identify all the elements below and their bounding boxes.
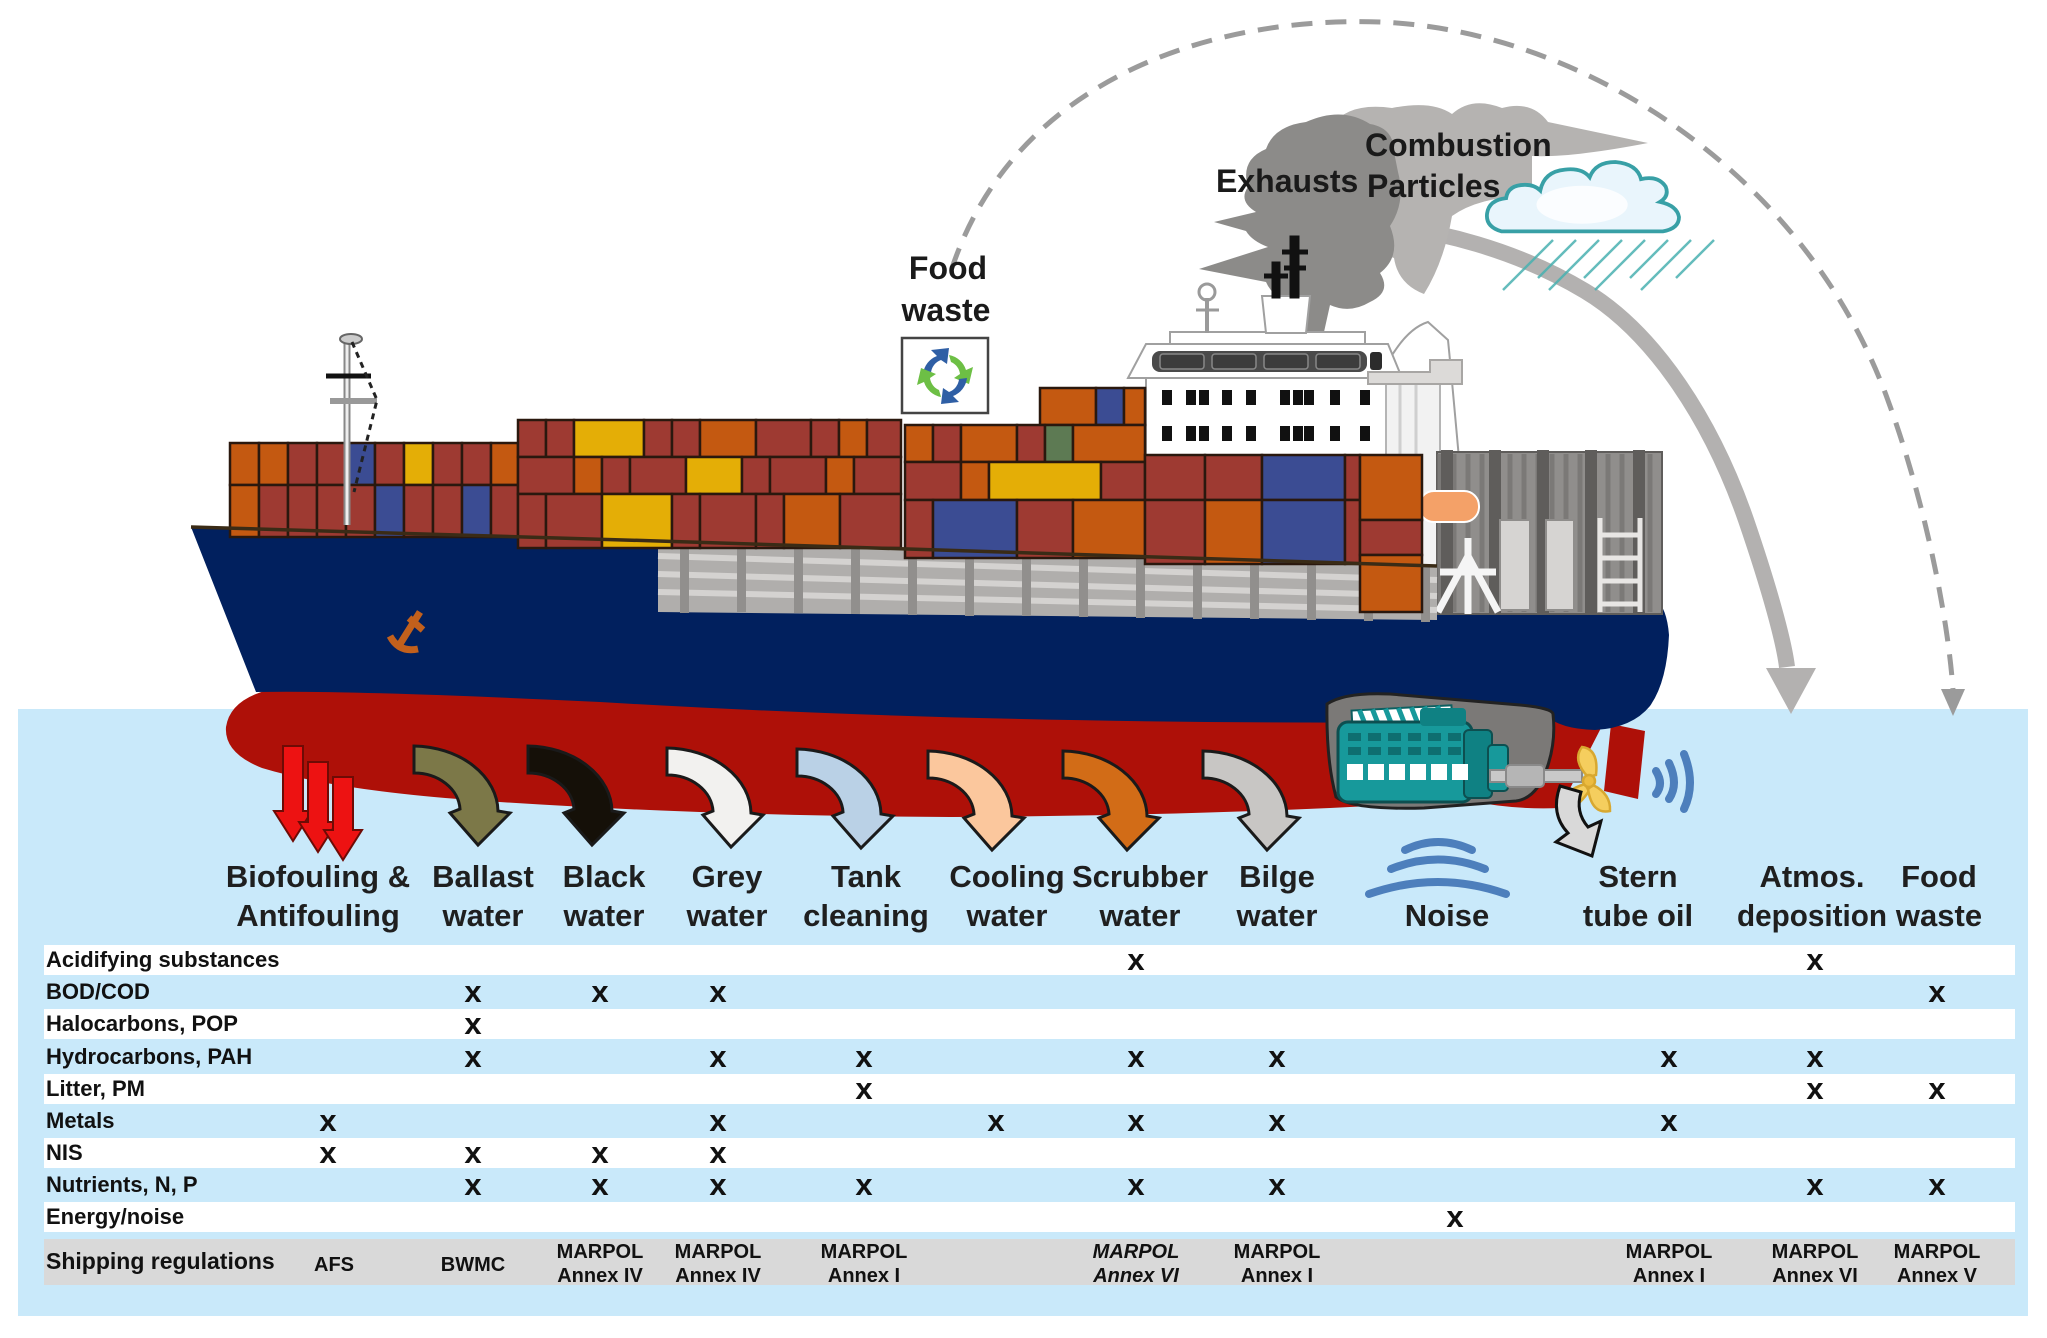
svg-text:x: x <box>1127 1167 1145 1202</box>
svg-text:x: x <box>464 1006 482 1041</box>
svg-text:MARPOL: MARPOL <box>675 1241 762 1263</box>
svg-text:MARPOL: MARPOL <box>1234 1241 1321 1263</box>
svg-text:Annex IV: Annex IV <box>675 1265 761 1287</box>
svg-text:MARPOL: MARPOL <box>1772 1241 1859 1263</box>
svg-text:Hydrocarbons, PAH: Hydrocarbons, PAH <box>46 1044 252 1069</box>
svg-text:x: x <box>319 1103 337 1138</box>
svg-text:Combustion: Combustion <box>1365 127 1552 163</box>
svg-text:Nutrients, N, P: Nutrients, N, P <box>46 1172 198 1197</box>
svg-text:Ballast: Ballast <box>432 859 534 894</box>
svg-text:MARPOL: MARPOL <box>821 1241 908 1263</box>
svg-text:x: x <box>1806 1167 1824 1202</box>
svg-text:x: x <box>1660 1039 1678 1074</box>
svg-text:waste: waste <box>901 292 991 328</box>
svg-text:Annex I: Annex I <box>828 1265 900 1287</box>
svg-text:MARPOL: MARPOL <box>1093 1241 1180 1263</box>
svg-text:Grey: Grey <box>692 859 763 894</box>
svg-text:Biofouling &: Biofouling & <box>226 859 410 894</box>
svg-text:Food: Food <box>909 250 987 286</box>
svg-text:MARPOL: MARPOL <box>557 1241 644 1263</box>
svg-text:AFS: AFS <box>314 1254 354 1276</box>
svg-text:x: x <box>1127 1103 1145 1138</box>
svg-text:x: x <box>1928 974 1946 1009</box>
svg-text:x: x <box>855 1167 873 1202</box>
svg-text:cleaning: cleaning <box>803 898 929 933</box>
svg-text:Energy/noise: Energy/noise <box>46 1204 184 1229</box>
svg-text:MARPOL: MARPOL <box>1894 1241 1981 1263</box>
svg-text:x: x <box>987 1103 1005 1138</box>
svg-text:x: x <box>855 1039 873 1074</box>
svg-text:x: x <box>709 1103 727 1138</box>
svg-text:x: x <box>1660 1103 1678 1138</box>
svg-text:x: x <box>464 974 482 1009</box>
svg-text:x: x <box>709 974 727 1009</box>
svg-text:x: x <box>464 1135 482 1170</box>
svg-text:water: water <box>1236 898 1318 933</box>
svg-text:tube oil: tube oil <box>1583 898 1693 933</box>
svg-text:Shipping regulations: Shipping regulations <box>46 1248 275 1274</box>
svg-text:Antifouling: Antifouling <box>236 898 400 933</box>
svg-text:x: x <box>1806 942 1824 977</box>
svg-text:deposition: deposition <box>1737 898 1887 933</box>
svg-text:Scrubber: Scrubber <box>1072 859 1208 894</box>
svg-text:Cooling: Cooling <box>949 859 1064 894</box>
svg-text:water: water <box>563 898 645 933</box>
svg-text:Black: Black <box>563 859 646 894</box>
svg-text:Metals: Metals <box>46 1108 114 1133</box>
svg-text:x: x <box>1268 1103 1286 1138</box>
svg-text:x: x <box>709 1167 727 1202</box>
svg-text:Exhausts: Exhausts <box>1216 163 1358 199</box>
svg-text:BOD/COD: BOD/COD <box>46 979 150 1004</box>
svg-text:NIS: NIS <box>46 1140 83 1165</box>
svg-text:Stern: Stern <box>1598 859 1677 894</box>
svg-text:Particles: Particles <box>1367 168 1500 204</box>
svg-text:x: x <box>709 1135 727 1170</box>
svg-text:x: x <box>591 974 609 1009</box>
svg-text:x: x <box>1268 1039 1286 1074</box>
svg-text:Annex IV: Annex IV <box>557 1265 643 1287</box>
svg-text:waste: waste <box>1895 898 1982 933</box>
svg-text:Tank: Tank <box>831 859 902 894</box>
svg-text:Annex I: Annex I <box>1633 1265 1705 1287</box>
svg-text:BWMC: BWMC <box>441 1254 505 1276</box>
svg-text:x: x <box>1928 1167 1946 1202</box>
svg-text:x: x <box>1127 1039 1145 1074</box>
svg-text:water: water <box>442 898 524 933</box>
svg-text:Annex VI: Annex VI <box>1772 1265 1858 1287</box>
svg-text:x: x <box>1928 1071 1946 1106</box>
svg-text:water: water <box>1099 898 1181 933</box>
svg-text:Annex I: Annex I <box>1241 1265 1313 1287</box>
svg-text:Atmos.: Atmos. <box>1759 859 1864 894</box>
svg-text:x: x <box>1446 1199 1464 1234</box>
svg-text:x: x <box>464 1039 482 1074</box>
svg-text:Annex V: Annex V <box>1897 1265 1978 1287</box>
svg-text:Acidifying substances: Acidifying substances <box>46 947 280 972</box>
svg-text:x: x <box>591 1167 609 1202</box>
svg-text:x: x <box>1806 1039 1824 1074</box>
svg-text:x: x <box>1127 942 1145 977</box>
svg-text:x: x <box>709 1039 727 1074</box>
svg-text:water: water <box>966 898 1048 933</box>
svg-text:MARPOL: MARPOL <box>1626 1241 1713 1263</box>
svg-text:Food: Food <box>1901 859 1977 894</box>
svg-text:x: x <box>319 1135 337 1170</box>
svg-text:Halocarbons, POP: Halocarbons, POP <box>46 1011 238 1036</box>
svg-text:water: water <box>686 898 768 933</box>
svg-text:x: x <box>591 1135 609 1170</box>
svg-text:Annex VI: Annex VI <box>1092 1265 1179 1287</box>
svg-text:Bilge: Bilge <box>1239 859 1315 894</box>
svg-text:Litter, PM: Litter, PM <box>46 1076 145 1101</box>
svg-text:x: x <box>1806 1071 1824 1106</box>
svg-text:x: x <box>855 1071 873 1106</box>
svg-text:x: x <box>464 1167 482 1202</box>
svg-text:Noise: Noise <box>1405 898 1489 933</box>
svg-text:x: x <box>1268 1167 1286 1202</box>
